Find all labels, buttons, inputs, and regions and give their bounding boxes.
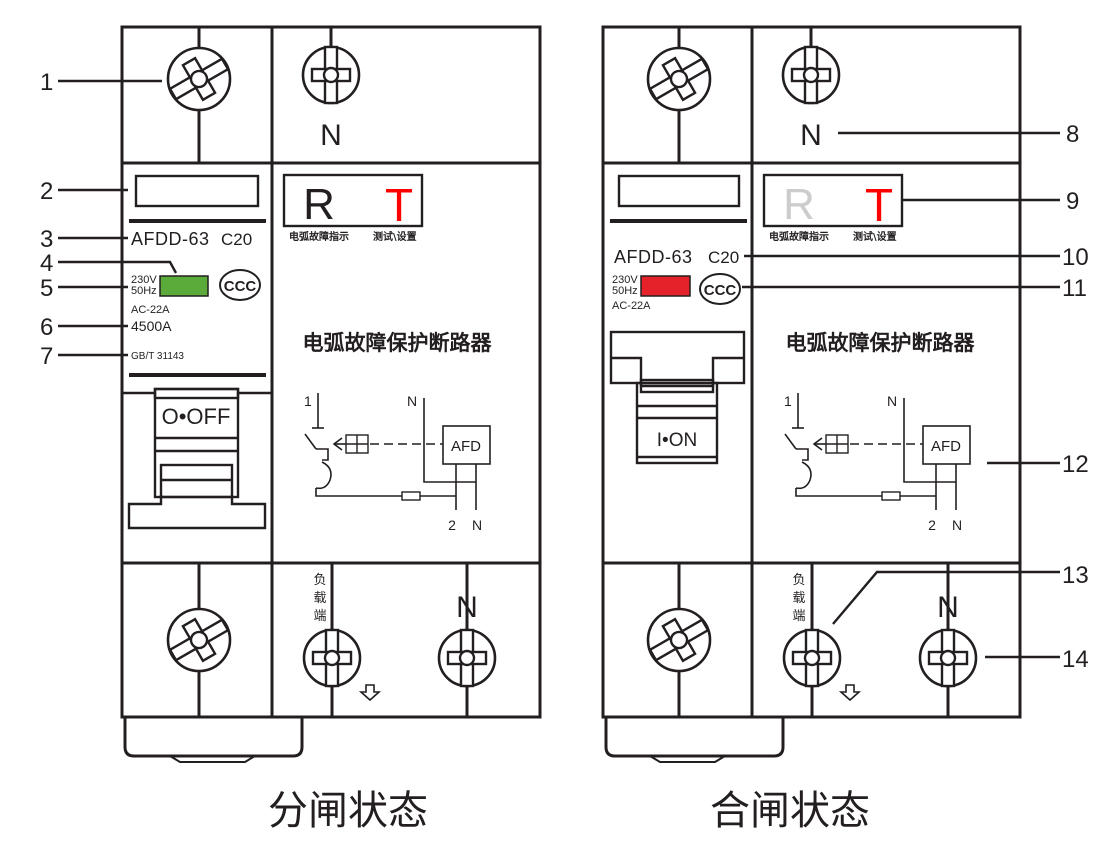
svg-text:2: 2 bbox=[928, 517, 936, 533]
svg-text:CCC: CCC bbox=[224, 278, 257, 295]
label-window bbox=[617, 174, 741, 208]
screw-icon bbox=[641, 606, 717, 674]
screw-icon bbox=[781, 45, 841, 105]
wiring-schematic: 1 N AFD 2 N bbox=[784, 393, 971, 533]
frequency-label: 50Hz bbox=[131, 285, 157, 297]
product-name: 电弧故障保护断路器 bbox=[303, 331, 493, 355]
voltage-label: 230V bbox=[612, 274, 638, 286]
label-window bbox=[134, 174, 260, 208]
ccc-mark-icon: CCC bbox=[219, 269, 261, 301]
handle-label: O•OFF bbox=[162, 404, 231, 429]
svg-text:CCC: CCC bbox=[704, 282, 737, 299]
state-caption-closed: 合闸状态 bbox=[710, 788, 870, 834]
rating-label: C20 bbox=[221, 230, 252, 249]
arc-fault-indicator-letter: R bbox=[303, 180, 335, 229]
svg-text:N: N bbox=[472, 517, 482, 533]
screw-icon bbox=[161, 606, 237, 674]
svg-text:1: 1 bbox=[784, 393, 792, 409]
din-clip bbox=[123, 717, 304, 758]
toggle-handle-on[interactable]: I•ON bbox=[609, 330, 746, 465]
utilization-label: AC-22A bbox=[612, 300, 651, 312]
svg-text:载: 载 bbox=[792, 591, 805, 606]
arc-fault-indicator-caption: 电弧故障指示 bbox=[289, 230, 349, 243]
arrow-down-icon bbox=[358, 684, 382, 702]
top-neutral-label: N bbox=[320, 119, 342, 152]
neutral-screw-icon bbox=[437, 628, 497, 688]
top-neutral-label: N bbox=[800, 119, 822, 152]
callout-12: 12 bbox=[1062, 451, 1089, 478]
rating-label: C20 bbox=[708, 248, 739, 267]
toggle-handle-off[interactable]: O•OFF bbox=[122, 387, 272, 530]
callout-9: 9 bbox=[1066, 188, 1079, 215]
callout-10: 10 bbox=[1062, 244, 1089, 271]
svg-text:负: 负 bbox=[792, 573, 805, 588]
svg-text:载: 载 bbox=[313, 591, 326, 606]
test-setting-caption: 测试\设置 bbox=[373, 230, 417, 243]
callouts-right: 8 9 10 11 12 13 14 bbox=[742, 121, 1089, 673]
state-caption-open: 分闸状态 bbox=[268, 788, 428, 834]
svg-text:N: N bbox=[952, 517, 962, 533]
svg-text:AFD: AFD bbox=[451, 438, 481, 455]
callout-7: 7 bbox=[40, 343, 53, 370]
callout-11: 11 bbox=[1062, 275, 1087, 302]
load-screw-icon bbox=[782, 628, 842, 688]
callout-1: 1 bbox=[40, 69, 53, 96]
device-right: N AFDD-63 C20 230V 50Hz CCC AC-22A I•ON … bbox=[601, 25, 1022, 834]
screw-icon bbox=[301, 45, 361, 105]
load-screw-icon bbox=[302, 628, 362, 688]
load-side-label: 负 载 端 bbox=[792, 573, 805, 624]
svg-text:N: N bbox=[887, 393, 897, 409]
arc-fault-indicator-caption: 电弧故障指示 bbox=[769, 230, 829, 243]
callout-13: 13 bbox=[1062, 562, 1089, 589]
load-side-label: 负 载 端 bbox=[313, 573, 326, 624]
callout-8: 8 bbox=[1066, 121, 1079, 148]
ccc-mark-icon: CCC bbox=[699, 273, 741, 305]
svg-text:N: N bbox=[407, 393, 417, 409]
svg-text:1: 1 bbox=[304, 393, 312, 409]
device-left: N AFDD-63 C20 230V 50Hz CCC AC-22A 4500A… bbox=[120, 25, 542, 834]
callout-4: 4 bbox=[40, 250, 53, 277]
svg-text:端: 端 bbox=[313, 609, 326, 624]
frequency-label: 50Hz bbox=[612, 285, 638, 297]
screw-icon bbox=[161, 45, 237, 113]
callouts-left: 1 2 3 4 5 6 7 bbox=[40, 69, 178, 370]
neutral-screw-icon bbox=[918, 628, 978, 688]
svg-text:AFD: AFD bbox=[931, 438, 961, 455]
svg-text:端: 端 bbox=[792, 609, 805, 624]
svg-text:2: 2 bbox=[448, 517, 456, 533]
arc-fault-indicator-letter: R bbox=[783, 180, 815, 229]
test-setting-caption: 测试\设置 bbox=[853, 230, 897, 243]
status-indicator-green bbox=[159, 275, 209, 297]
model-label: AFDD-63 bbox=[614, 247, 693, 267]
svg-text:负: 负 bbox=[313, 573, 326, 588]
utilization-label: AC-22A bbox=[131, 304, 170, 316]
status-indicator-red bbox=[640, 275, 691, 297]
handle-label: I•ON bbox=[657, 430, 697, 451]
callout-5: 5 bbox=[40, 275, 53, 302]
screw-icon bbox=[641, 45, 717, 113]
din-clip bbox=[604, 717, 785, 758]
callout-6: 6 bbox=[40, 314, 53, 341]
callout-14: 14 bbox=[1062, 646, 1089, 673]
test-button-letter[interactable]: T bbox=[385, 179, 413, 231]
wiring-schematic: 1 N AFD 2 N bbox=[304, 393, 491, 533]
arrow-down-icon bbox=[838, 684, 862, 702]
callout-2: 2 bbox=[40, 178, 53, 205]
product-name: 电弧故障保护断路器 bbox=[786, 331, 976, 355]
callout-3: 3 bbox=[40, 226, 53, 253]
breaking-capacity-label: 4500A bbox=[131, 318, 172, 334]
model-label: AFDD-63 bbox=[131, 229, 210, 249]
standard-label: GB/T 31143 bbox=[131, 351, 184, 362]
indicator-window bbox=[282, 173, 424, 228]
voltage-label: 230V bbox=[131, 274, 157, 286]
test-button-letter[interactable]: T bbox=[865, 179, 893, 231]
